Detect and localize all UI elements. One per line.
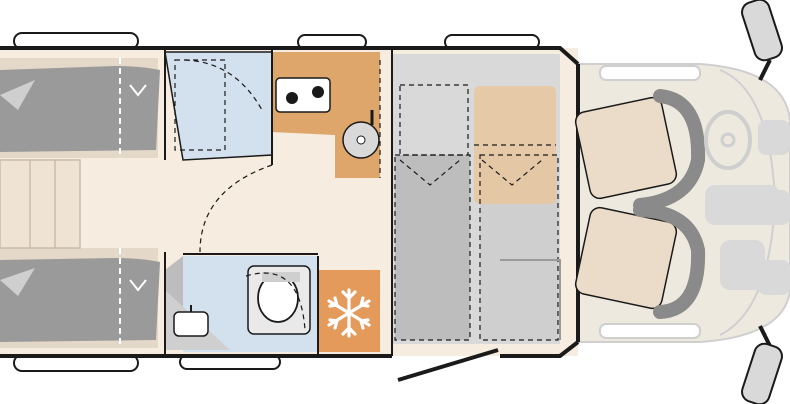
- outer-walls: [0, 46, 580, 358]
- dinette-seating: [392, 54, 561, 344]
- sink-icon: [342, 110, 380, 159]
- roof-windows: [13, 32, 540, 372]
- rear-single-bed-left: [0, 58, 160, 158]
- passenger-seat[interactable]: [574, 203, 706, 319]
- rear-steps: [0, 159, 81, 249]
- mirror-left: [741, 0, 783, 81]
- partitions: [164, 48, 393, 356]
- two-burner-hob-icon: [275, 77, 331, 113]
- bed-cover-left: [0, 66, 160, 152]
- mirror-right: [741, 325, 783, 404]
- cab-windows: [599, 65, 701, 339]
- sink-icon: [173, 305, 209, 337]
- wardrobe: [164, 51, 273, 161]
- snowflake-icon: [327, 288, 371, 338]
- corridor-door-swing: [199, 164, 273, 253]
- fridge: [318, 270, 380, 352]
- dashboard: [705, 120, 790, 295]
- kitchen-counter: [272, 52, 381, 178]
- bed-cover-right: [0, 258, 160, 342]
- shower-swing: [245, 272, 306, 331]
- driver-seat[interactable]: [574, 89, 706, 212]
- entrance-door[interactable]: [397, 348, 499, 382]
- rear-single-bed-right: [0, 248, 160, 348]
- door-swing: [184, 59, 263, 111]
- washroom: [165, 256, 318, 352]
- steering-wheel-icon: [704, 110, 752, 170]
- toilet-icon: [247, 265, 311, 335]
